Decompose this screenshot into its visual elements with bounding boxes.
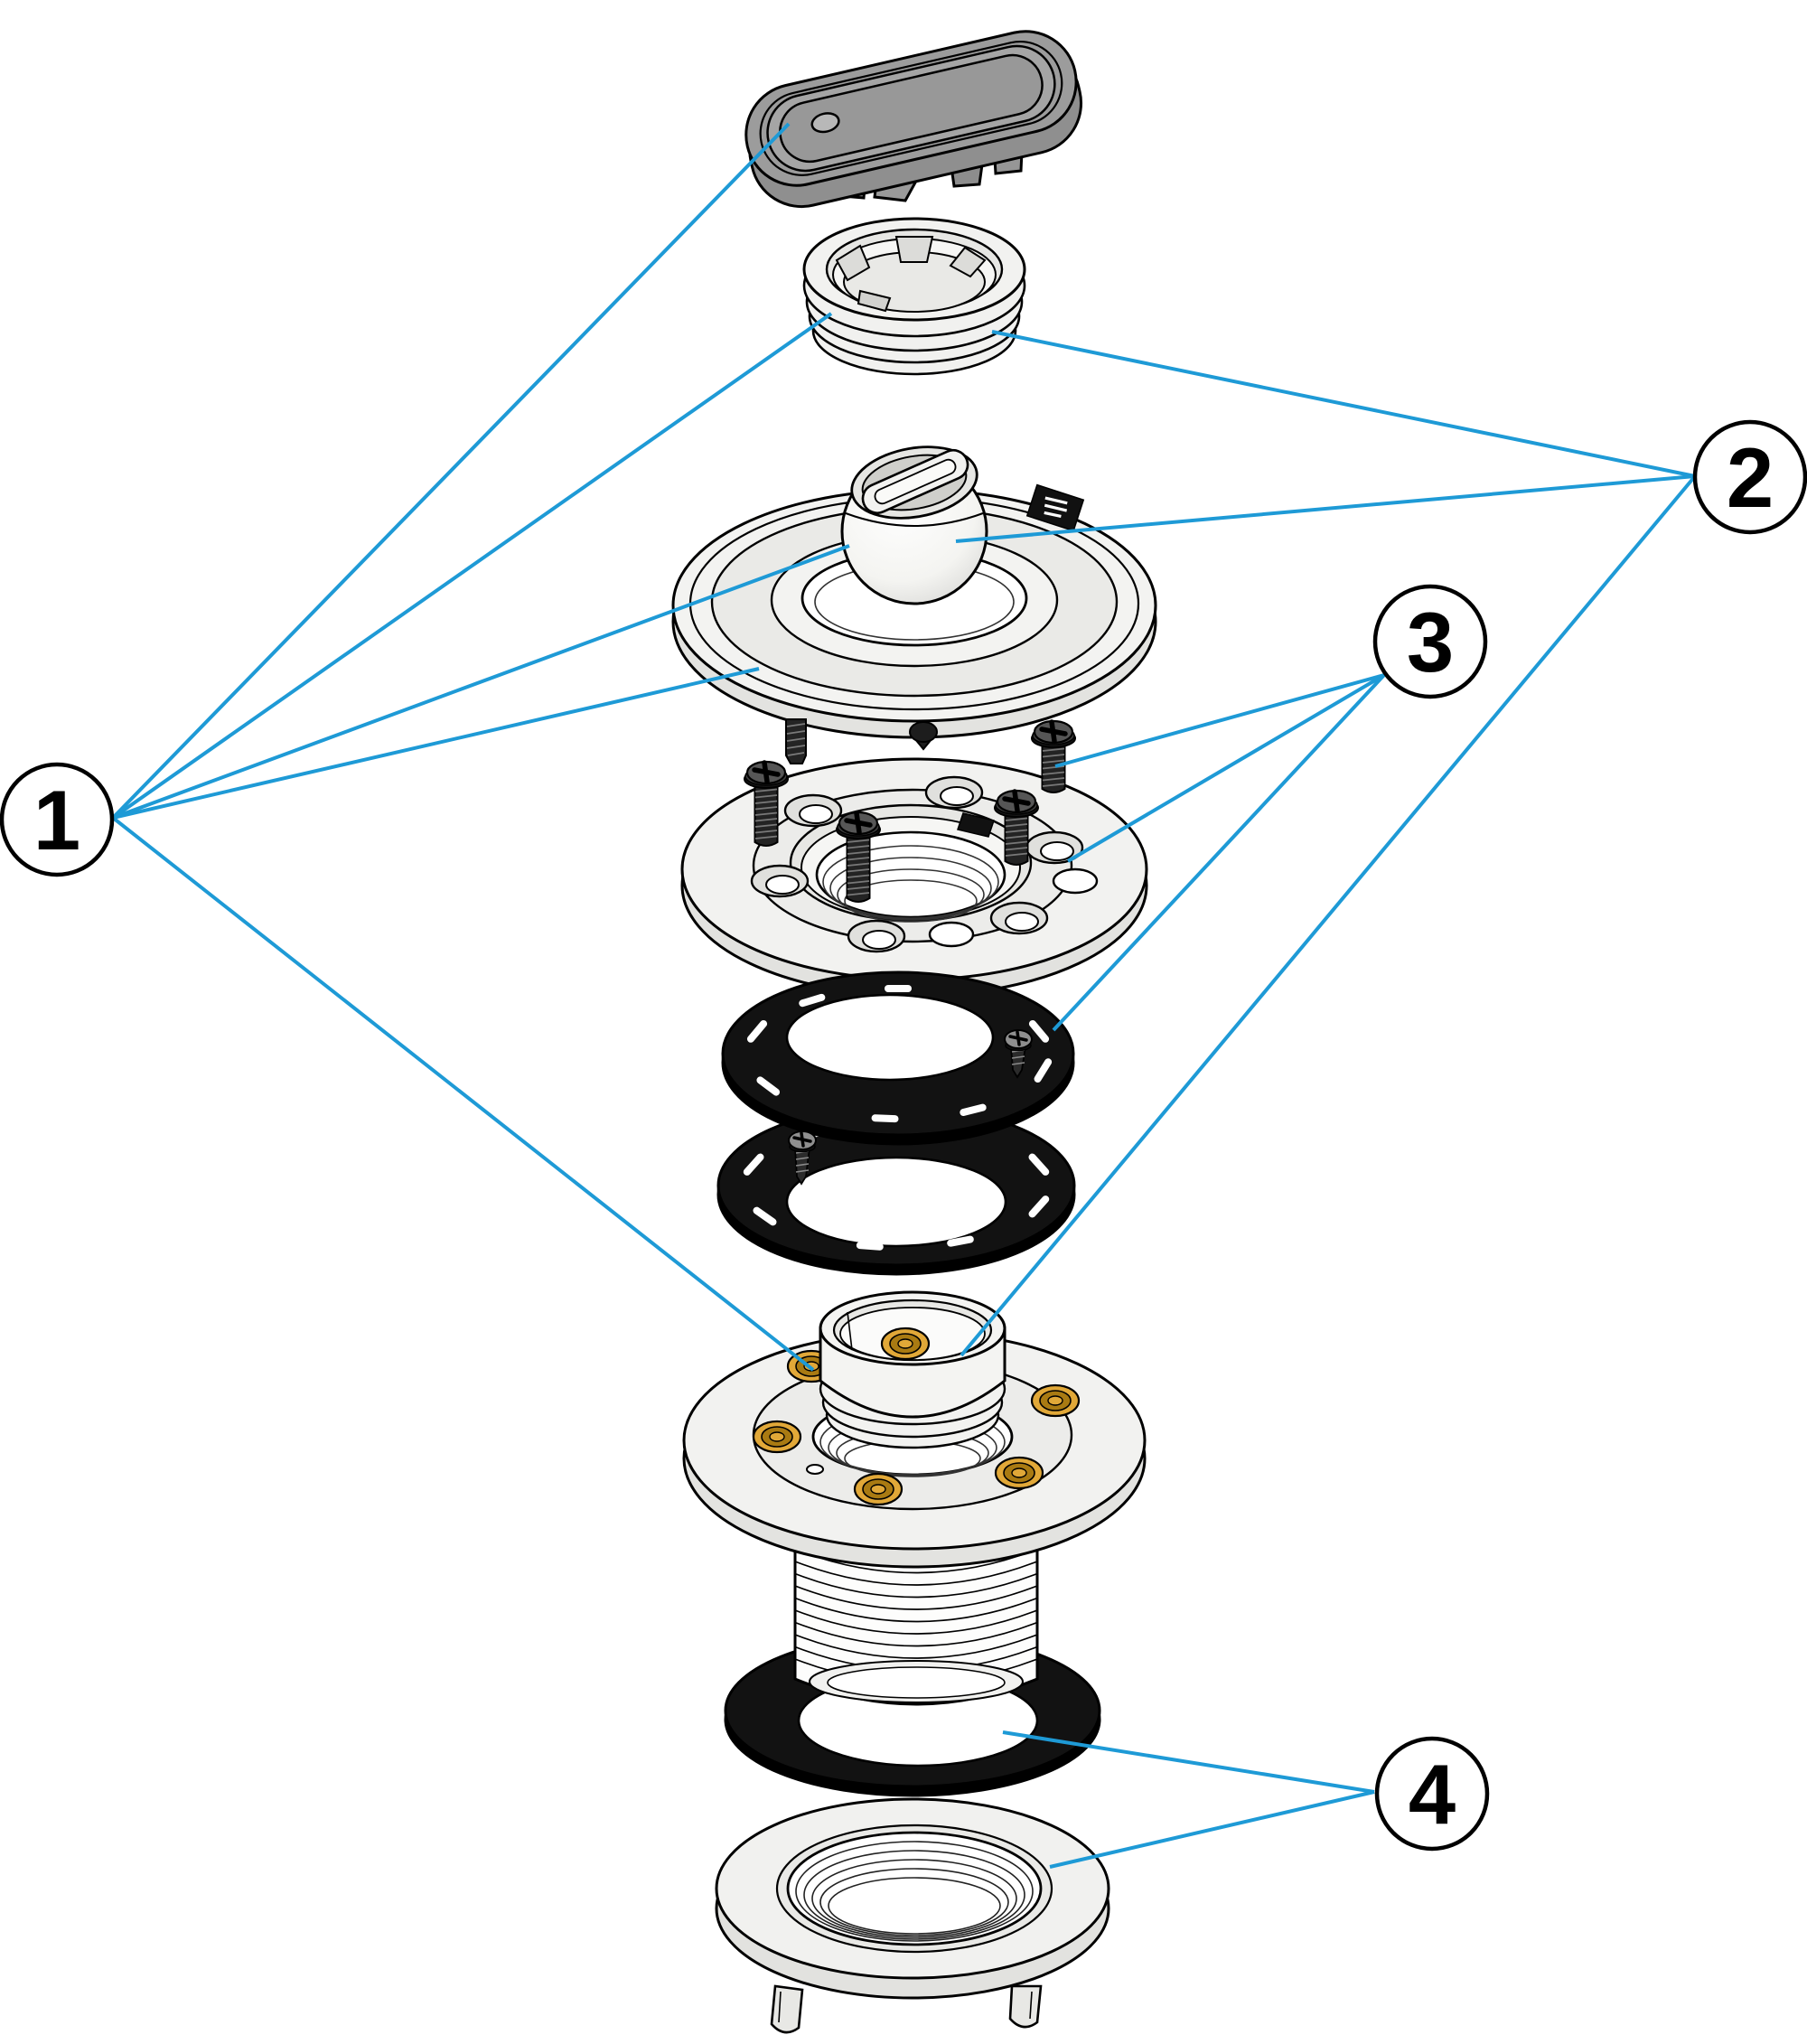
nut-tabs [770, 1984, 1043, 2034]
bayonet-notch [957, 812, 995, 838]
leader-line-2-1 [991, 330, 1696, 478]
leader-line-2-3 [960, 474, 1697, 1357]
screw [994, 789, 1039, 866]
callout-2: 2 [1692, 419, 1807, 535]
gasket-slot [1034, 1058, 1053, 1083]
screw [744, 760, 789, 847]
collar-neck [819, 1290, 1006, 1449]
ring-screw-holes [750, 775, 1099, 953]
plain-hole [1052, 867, 1099, 895]
callouts: 1 2 3 4 [0, 419, 1807, 1852]
gasket-slot [960, 1103, 987, 1117]
plain-hole [928, 921, 975, 948]
countersunk-hole [924, 775, 984, 810]
leader-line-1-5 [111, 816, 815, 1372]
gasket-slots [746, 985, 1053, 1123]
gasket-slot [856, 1242, 884, 1251]
screw-nub-under-flange [908, 721, 939, 751]
screw [1031, 719, 1076, 793]
leader-line-3-2 [1066, 673, 1386, 863]
leader-line-1-4 [112, 667, 760, 820]
eyeball-slot [861, 448, 969, 515]
brass-insert [752, 1420, 802, 1454]
leader-line-4-1 [1002, 1730, 1375, 1794]
gasket-slot [746, 1019, 768, 1043]
brass-insert [1030, 1383, 1081, 1418]
nut-bore [786, 1831, 1043, 1946]
gasket-slot [1028, 1153, 1050, 1176]
countersunk-hole [989, 901, 1049, 935]
ring-opening-threads [822, 845, 999, 923]
callout-3: 3 [1372, 584, 1488, 699]
callout-circle [1372, 584, 1488, 699]
leader-line-3-1 [1054, 673, 1385, 768]
gasket-slot [947, 1235, 974, 1247]
nut-threads [795, 1841, 1034, 1942]
eyeball-nozzle-flange [671, 445, 1157, 764]
gasket-slot [885, 985, 912, 992]
callout-circle [1374, 1736, 1490, 1852]
lock-nut [715, 1797, 1110, 2034]
gasket-slot [1028, 1019, 1050, 1043]
brand-logo [1025, 483, 1085, 532]
brass-inserts [752, 1349, 1081, 1506]
callout-1: 1 [0, 762, 115, 877]
cap-body [744, 30, 1083, 209]
wall-fitting-body [682, 1290, 1147, 1706]
callout-circle [1692, 419, 1807, 535]
callout-label: 3 [1407, 595, 1454, 689]
parts [671, 30, 1157, 2034]
brass-insert [880, 1327, 931, 1361]
screw-tip-under-flange [785, 718, 807, 764]
adapter-threaded-ring [802, 217, 1026, 376]
callout-circle [0, 762, 115, 877]
gasket-screw [1004, 1029, 1033, 1079]
leader-line-3-3 [1052, 673, 1386, 1032]
screw [836, 811, 881, 903]
brass-insert [994, 1456, 1044, 1490]
gasket-slot [743, 1153, 764, 1176]
leader-line-2-2 [955, 474, 1696, 543]
fixing-screws [744, 719, 1076, 903]
brass-insert [853, 1472, 904, 1506]
gasket-slot [756, 1076, 781, 1096]
gasket-screw [788, 1130, 817, 1186]
flat-gasket-upper [721, 970, 1075, 1146]
brass-insert-in-collar [880, 1327, 931, 1361]
gasket-slot [871, 1114, 899, 1123]
callout-4: 4 [1374, 1736, 1490, 1852]
countersunk-hole [750, 864, 810, 898]
countersunk-hole [847, 919, 906, 953]
leader-lines [111, 122, 1697, 1869]
callout-label: 4 [1409, 1747, 1456, 1842]
gasket-screws [788, 1029, 1033, 1186]
ring-lugs [835, 236, 987, 313]
gasket-slot [1028, 1195, 1050, 1218]
leader-line-4-2 [1049, 1790, 1375, 1869]
countersunk-hole [783, 793, 843, 828]
leader-line-1-1 [111, 122, 791, 820]
gasket-slot [799, 993, 826, 1008]
leader-line-1-3 [112, 544, 850, 820]
callout-label: 1 [33, 773, 80, 867]
cap-hole [810, 112, 840, 134]
winter-plug-cap [744, 30, 1083, 209]
mounting-ring-plate [680, 757, 1148, 998]
leader-line-1-2 [111, 312, 833, 820]
gasket-slot [753, 1206, 777, 1226]
callout-label: 2 [1727, 430, 1774, 525]
